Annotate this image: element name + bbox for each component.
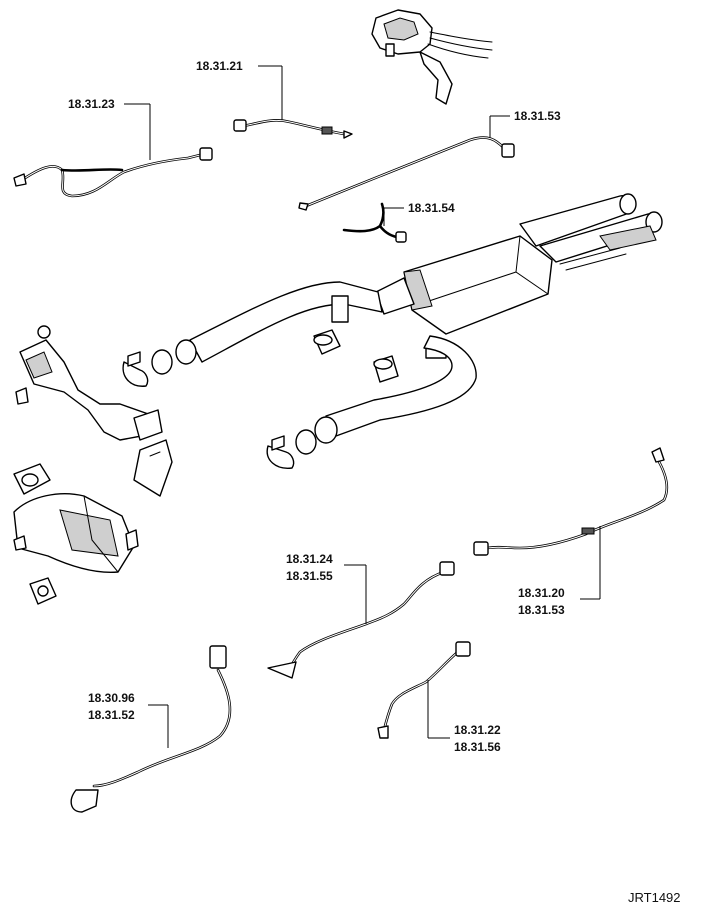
callout-18-31-20: 18.31.20 [518,586,565,600]
callout-labels: 18.31.21 18.31.23 18.31.53 18.31.54 18.3… [68,59,681,905]
sensor-18-31-24 [267,561,455,679]
callout-18-31-55: 18.31.55 [286,569,333,583]
drawing-code: JRT1492 [628,890,681,905]
sensor-18-31-20 [473,447,669,556]
rear-silencer-tailpipes [519,193,663,271]
top-mounting-bracket [371,9,493,105]
callout-18-30-96: 18.30.96 [88,691,135,705]
front-downpipe [15,325,163,441]
callout-18-31-53: 18.31.53 [514,109,561,123]
callout-18-31-22: 18.31.22 [454,723,501,737]
callout-18-31-52: 18.31.52 [88,708,135,722]
sensor-18-31-21 [233,119,353,139]
catalytic-converter [13,463,139,574]
sensor-18-31-22 [377,641,471,739]
front-clamps [122,339,197,387]
sensor-18-31-23 [13,147,213,198]
intermediate-pipe [189,281,477,437]
sensor-18-30-96 [70,645,232,813]
sensor-18-31-53-upper [298,136,515,211]
callout-18-31-24: 18.31.24 [286,552,333,566]
particulate-filter [375,235,553,359]
heat-shield [133,439,173,497]
callout-18-31-54: 18.31.54 [408,201,455,215]
callout-18-31-56: 18.31.56 [454,740,501,754]
rear-clamps [266,416,338,469]
sensor-18-31-54 [342,202,407,243]
callout-18-31-53-lower: 18.31.53 [518,603,565,617]
rubber-mounts [313,329,399,383]
gasket [29,577,57,605]
callout-leaders [124,65,601,748]
callout-18-31-23: 18.31.23 [68,97,115,111]
callout-18-31-21: 18.31.21 [196,59,243,73]
